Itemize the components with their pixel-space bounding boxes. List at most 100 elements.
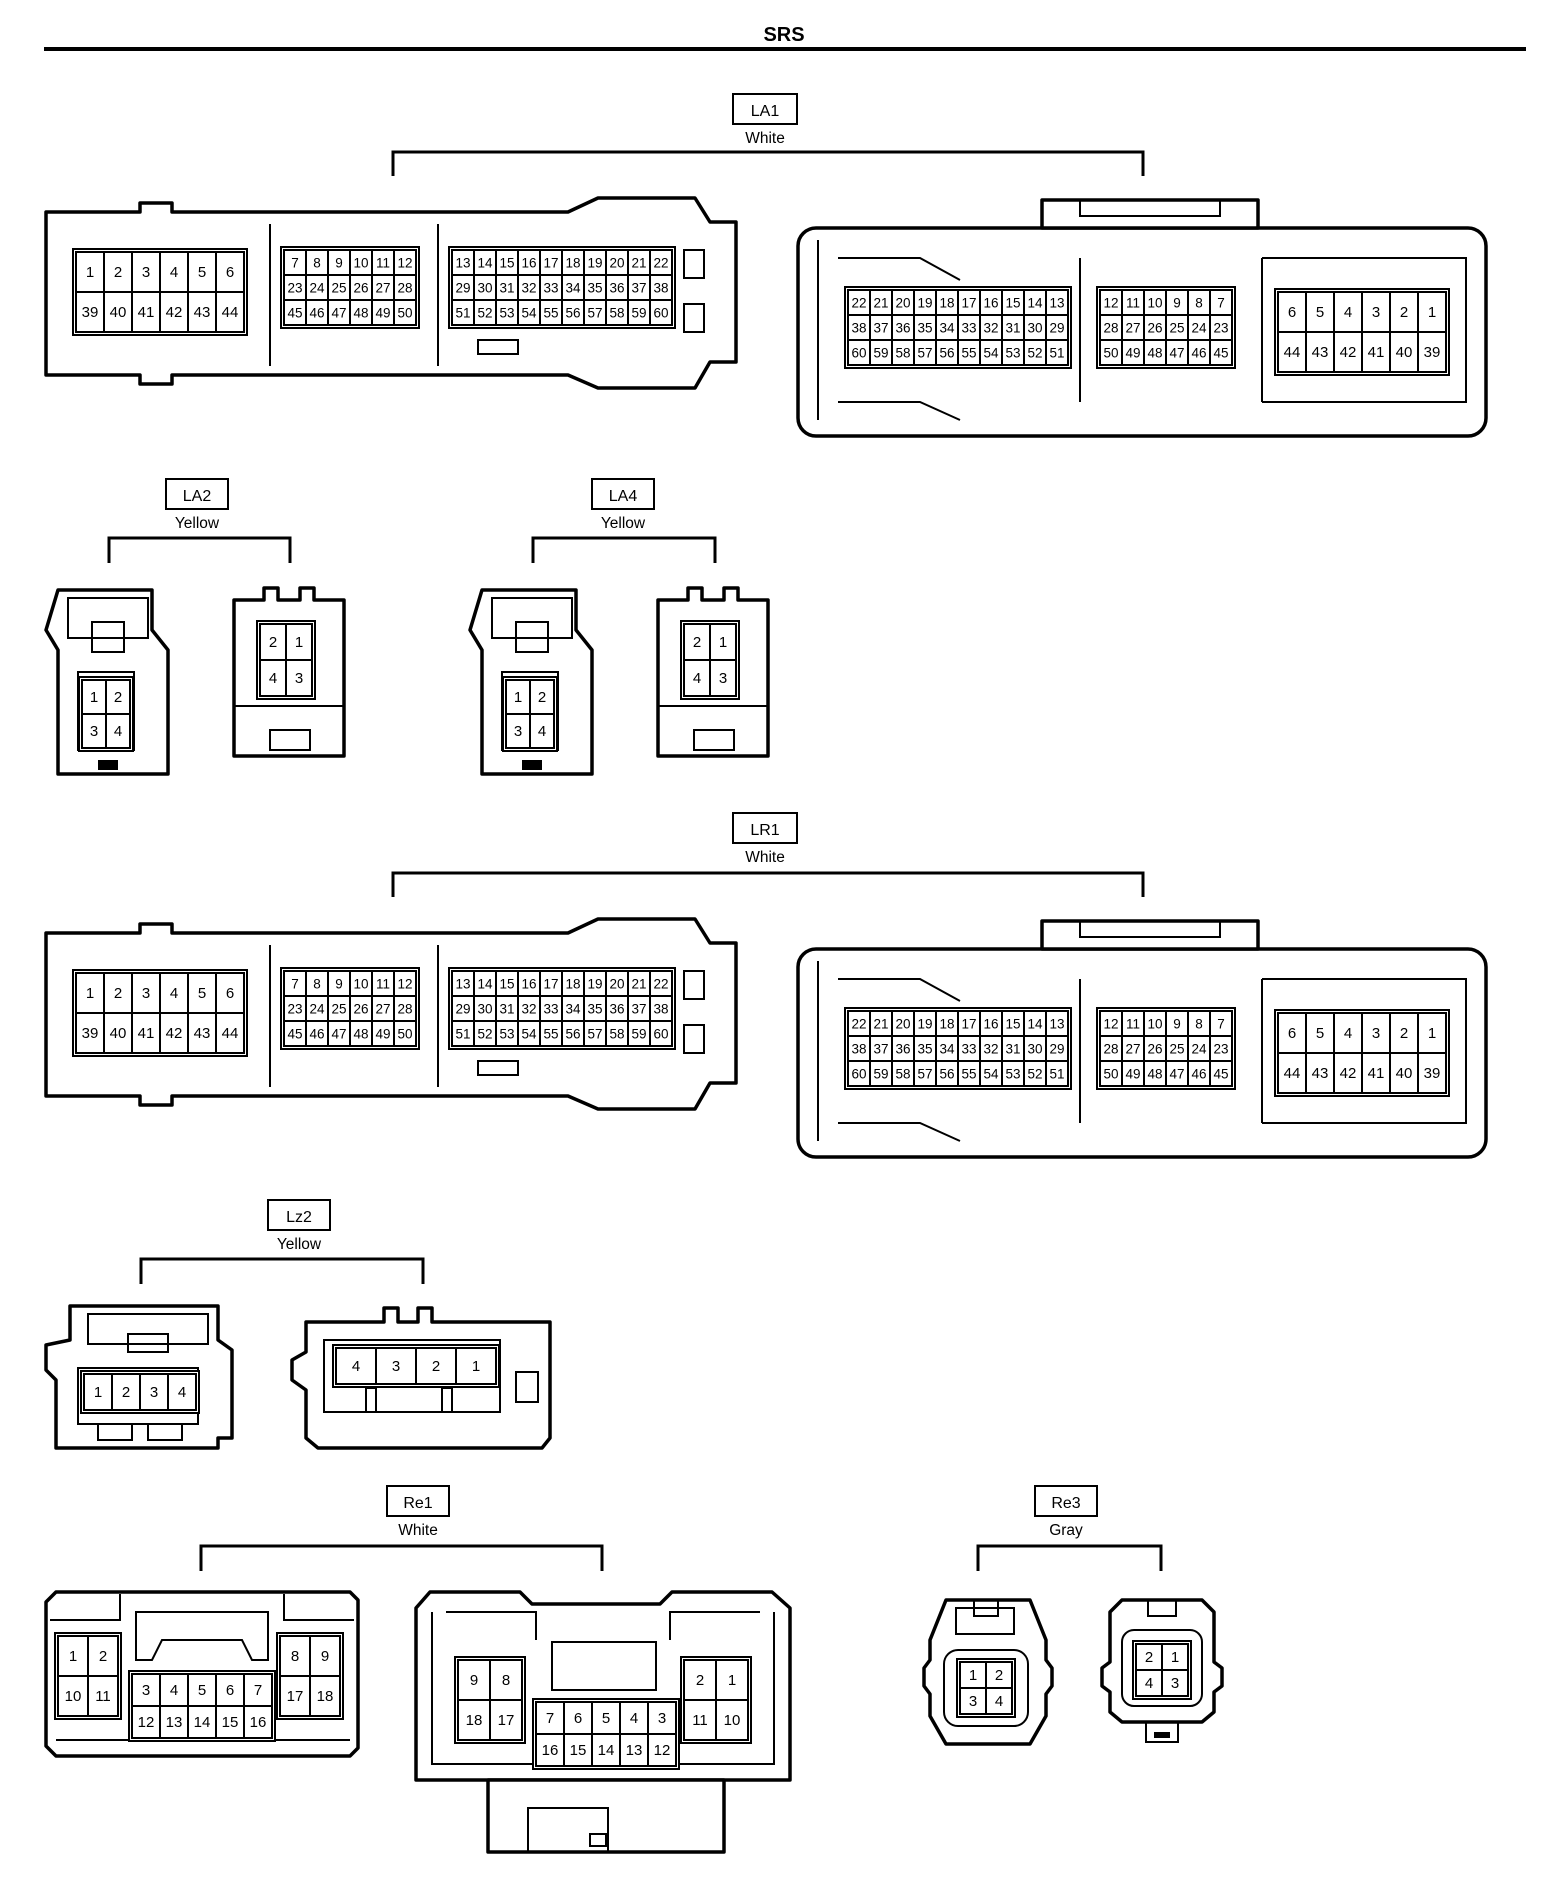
pin-number: 40 bbox=[1396, 1065, 1413, 1082]
pin-number: 47 bbox=[331, 1027, 346, 1042]
pin-number: 42 bbox=[166, 1025, 183, 1042]
pin-number: 49 bbox=[375, 306, 390, 321]
pin-number: 4 bbox=[630, 1710, 638, 1727]
pin-number: 1 bbox=[94, 1384, 102, 1401]
pin-number: 58 bbox=[609, 306, 624, 321]
pin-number: 17 bbox=[543, 256, 558, 271]
pin-number: 7 bbox=[546, 1710, 554, 1727]
pin-number: 10 bbox=[724, 1712, 741, 1729]
pin-cell bbox=[1333, 331, 1363, 373]
pin-number: 15 bbox=[499, 256, 514, 271]
pin-number: 30 bbox=[1027, 1042, 1042, 1057]
pin-number: 60 bbox=[851, 1067, 866, 1082]
pin-number: 32 bbox=[983, 321, 998, 336]
pin-number: 54 bbox=[521, 306, 537, 321]
pin-number: 32 bbox=[983, 1042, 998, 1057]
pin-number: 26 bbox=[353, 281, 368, 296]
pin-cell bbox=[1417, 291, 1447, 333]
pin-number: 1 bbox=[728, 1672, 736, 1689]
re1-code-box bbox=[386, 1485, 450, 1517]
pin-number: 10 bbox=[1147, 1017, 1162, 1032]
pin-cell bbox=[131, 1012, 161, 1054]
pin-cell bbox=[285, 659, 313, 697]
pin-number: 24 bbox=[1191, 1042, 1207, 1057]
pin-number: 42 bbox=[1340, 1065, 1357, 1082]
pin-number: 1 bbox=[1428, 1025, 1436, 1042]
pin-number: 29 bbox=[455, 1002, 470, 1017]
pin-number: 6 bbox=[1288, 304, 1296, 321]
pin-number: 6 bbox=[226, 264, 234, 281]
pin-number: 28 bbox=[397, 281, 412, 296]
pin-cell bbox=[131, 1673, 161, 1707]
pin-number: 58 bbox=[609, 1027, 624, 1042]
pin-number: 50 bbox=[397, 306, 412, 321]
pin-number: 35 bbox=[587, 281, 602, 296]
pin-number: 16 bbox=[542, 1742, 559, 1759]
pin-cell bbox=[619, 1733, 649, 1767]
pin-number: 49 bbox=[375, 1027, 390, 1042]
pin-number: 25 bbox=[1169, 1042, 1184, 1057]
lr1-bracket bbox=[391, 871, 1145, 897]
pin-number: 44 bbox=[222, 1025, 239, 1042]
pin-number: 47 bbox=[1169, 346, 1184, 361]
pin-number: 58 bbox=[895, 346, 910, 361]
pin-number: 10 bbox=[1147, 296, 1162, 311]
pin-number: 43 bbox=[194, 304, 211, 321]
pin-number: 52 bbox=[477, 306, 492, 321]
pin-number: 8 bbox=[1195, 1017, 1203, 1032]
pin-number: 3 bbox=[658, 1710, 666, 1727]
pin-number: 52 bbox=[477, 1027, 492, 1042]
pin-cell bbox=[649, 1020, 673, 1047]
pin-number: 14 bbox=[1027, 296, 1043, 311]
pin-number: 6 bbox=[574, 1710, 582, 1727]
pin-number: 22 bbox=[851, 1017, 866, 1032]
pin-number: 19 bbox=[917, 296, 932, 311]
pin-number: 37 bbox=[873, 321, 888, 336]
pin-number: 15 bbox=[1005, 296, 1020, 311]
pin-number: 23 bbox=[1213, 1042, 1228, 1057]
la4-color: Yellow bbox=[601, 515, 646, 532]
pin-cell bbox=[105, 713, 131, 749]
pin-cell bbox=[505, 679, 531, 715]
pin-number: 20 bbox=[609, 977, 624, 992]
pin-number: 44 bbox=[1284, 344, 1301, 361]
pin-number: 27 bbox=[1125, 321, 1140, 336]
pin-number: 2 bbox=[1400, 1025, 1408, 1042]
pin-number: 4 bbox=[170, 264, 178, 281]
pin-number: 3 bbox=[1171, 1675, 1179, 1692]
pin-cell bbox=[187, 1705, 217, 1739]
pin-number: 23 bbox=[1213, 321, 1228, 336]
pin-number: 18 bbox=[565, 256, 580, 271]
pin-number: 7 bbox=[1217, 296, 1225, 311]
pin-number: 8 bbox=[291, 1648, 299, 1665]
re1-color: White bbox=[398, 1522, 438, 1539]
pin-number: 60 bbox=[851, 346, 866, 361]
pin-number: 3 bbox=[295, 670, 303, 687]
pin-number: 31 bbox=[1005, 1042, 1020, 1057]
pin-cell bbox=[1361, 1012, 1391, 1054]
pin-cell bbox=[215, 251, 245, 293]
pin-number: 52 bbox=[1027, 346, 1042, 361]
pin-number: 60 bbox=[653, 1027, 668, 1042]
pin-number: 56 bbox=[939, 1067, 954, 1082]
pin-number: 25 bbox=[1169, 321, 1184, 336]
pin-number: 41 bbox=[138, 304, 155, 321]
pin-number: 19 bbox=[587, 256, 602, 271]
pin-cell bbox=[103, 1012, 133, 1054]
pin-number: 17 bbox=[961, 1017, 976, 1032]
pin-number: 5 bbox=[1316, 304, 1324, 321]
pin-number: 29 bbox=[1049, 1042, 1064, 1057]
pin-number: 3 bbox=[719, 670, 727, 687]
pin-number: 33 bbox=[543, 1002, 558, 1017]
pin-number: 39 bbox=[1424, 1065, 1441, 1082]
pin-number: 9 bbox=[335, 977, 343, 992]
